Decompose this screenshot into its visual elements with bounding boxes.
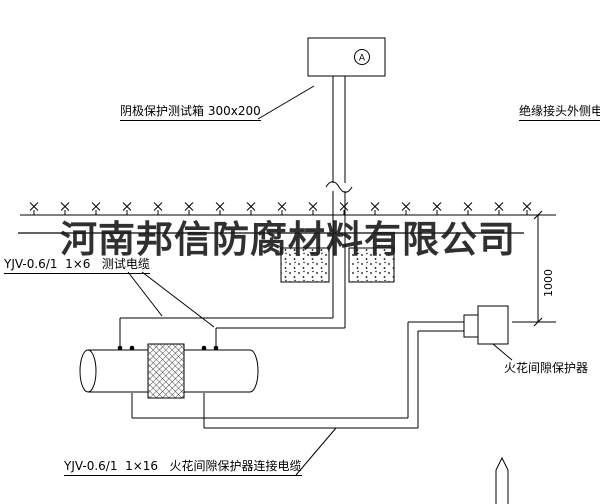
ammeter-label: A — [359, 54, 366, 64]
foundation-left — [280, 247, 330, 283]
pipe-end-left — [79, 349, 97, 393]
test-cable-leader-lines — [127, 271, 215, 328]
insulating-joint — [147, 343, 185, 399]
protector-cable-label: YJV-0.6/1 1×16 火花间隙保护器连接电缆 — [64, 459, 302, 476]
spark-gap-protector — [477, 305, 509, 345]
outside-cable-label: 绝缘接头外侧电缆 — [519, 104, 600, 121]
protector-leader-line — [492, 343, 513, 361]
pipe-end-right — [249, 349, 259, 393]
cable-weld-points — [117, 345, 219, 351]
foundation-right — [348, 247, 395, 283]
test-cable-run-1 — [119, 317, 333, 346]
post-break-symbol — [325, 181, 353, 193]
test-cable-label: YJV-0.6/1 1×6 测试电缆 — [4, 257, 150, 274]
test-box — [307, 37, 386, 77]
dimension-1000 — [512, 210, 556, 327]
protector-cable-leader-line — [295, 427, 337, 476]
test-box-label: 阴极保护测试箱 300x200 — [120, 104, 261, 121]
company-watermark: 河南邦信防腐材料有限公司 — [60, 218, 516, 261]
ammeter-circle — [354, 49, 370, 65]
protector-cable-run-2 — [203, 330, 464, 429]
protector-terminal — [463, 314, 479, 338]
test-box-leader-line — [257, 85, 315, 120]
test-cable-run-2 — [215, 327, 345, 346]
partial-symbol-bottom-right — [495, 456, 509, 504]
protector-cable-run-1 — [131, 321, 464, 419]
protector-label: 火花间隙保护器 — [504, 361, 589, 375]
test-post — [332, 76, 346, 328]
dimension-text: 1000 — [542, 269, 555, 297]
